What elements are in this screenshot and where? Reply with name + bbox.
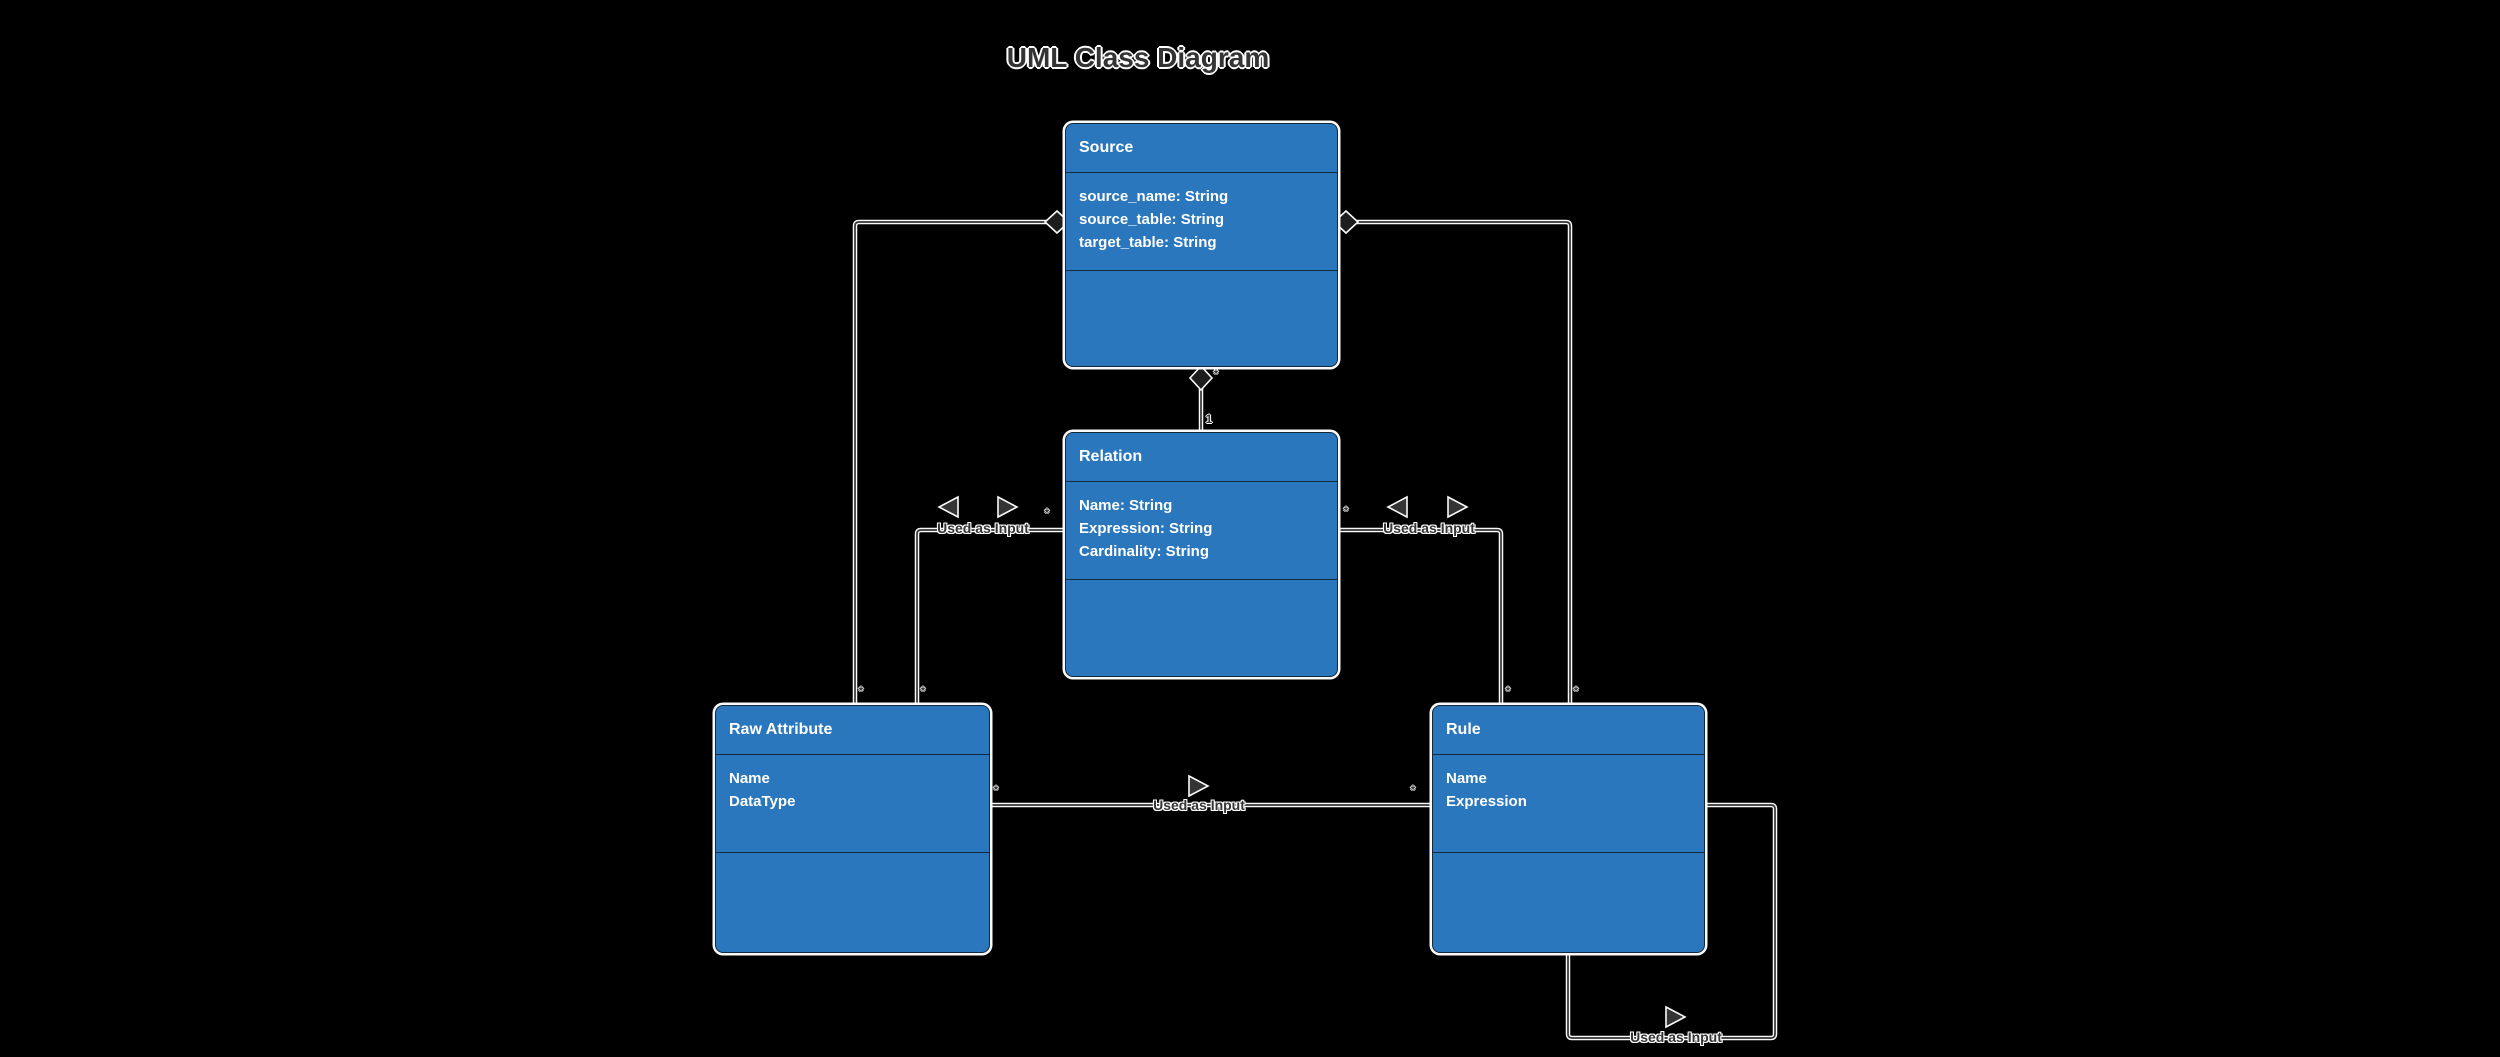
triangle-right-label-west-icon: [1386, 495, 1408, 519]
edge-label-rule-selfloop: Used as Input: [1630, 1029, 1722, 1045]
class-attributes-rule: Name Expression: [1433, 755, 1704, 853]
triangle-loop-label-east-icon: [1665, 1005, 1687, 1029]
class-attributes-raw-attribute: Name DataType: [716, 755, 989, 853]
class-methods-relation: [1066, 580, 1337, 676]
edge-source-rule-halo: [1338, 219, 1573, 705]
edge-source-rule: [1338, 221, 1571, 705]
attribute-line: Expression: String: [1079, 520, 1213, 537]
direction-triangles: [937, 495, 1687, 1029]
edge-source-rawattribute: [854, 221, 1065, 705]
edge-rule-selfloop: [1567, 804, 1776, 1039]
multiplicity-source-relation-relation-end: 1: [1205, 412, 1213, 426]
multiplicity-rawattribute-rule-rule-end: *: [1410, 783, 1416, 797]
class-methods-raw-attribute: [716, 853, 989, 952]
edge-relation-rule: [1338, 529, 1502, 705]
attribute-line: source_name: String: [1079, 188, 1229, 205]
class-title-source: Source: [1066, 124, 1337, 173]
attribute-line: source_table: String: [1079, 211, 1225, 228]
class-methods-source: [1066, 271, 1337, 366]
diamond-source-left-icon: [1043, 209, 1071, 235]
edge-relation-rawattribute: [916, 529, 1065, 705]
edge-cores: [854, 221, 1776, 1039]
multiplicity-relation-rawattribute-end: *: [920, 684, 926, 698]
edge-relation-rule-halo: [1338, 527, 1504, 705]
attribute-line: Cardinality: String: [1079, 543, 1210, 560]
composition-diamonds: [1043, 209, 1360, 392]
multiplicity-source-rule-rule-end: *: [1573, 684, 1579, 698]
class-attributes-relation: Name: String Expression: String Cardinal…: [1066, 482, 1337, 580]
class-title-relation: Relation: [1066, 433, 1337, 482]
edge-label-rawattribute-rule: Used as Input: [1153, 797, 1245, 813]
class-attributes-source: source_name: String source_table: String…: [1066, 173, 1337, 271]
multiplicity-rawattribute-rule-rawattribute-end: *: [993, 783, 999, 797]
class-node-source: Source source_name: String source_table:…: [1065, 123, 1338, 367]
class-node-rule: Rule Name Expression: [1432, 705, 1705, 953]
triangle-left-label-west-icon: [937, 495, 959, 519]
triangle-right-label-east-icon: [1447, 495, 1469, 519]
triangle-middle-label-east-icon: [1188, 774, 1210, 798]
attribute-line: target_table: String: [1079, 234, 1217, 251]
multiplicity-relation-rule-relation-end: *: [1343, 504, 1349, 518]
class-title-rule: Rule: [1433, 706, 1704, 755]
edge-label-relation-rule: Used as Input: [1383, 520, 1475, 536]
diamond-source-bottom-icon: [1188, 364, 1214, 392]
multiplicity-source-relation-source-end: *: [1213, 367, 1219, 381]
multiplicity-source-rawattribute-end: *: [858, 684, 864, 698]
edge-label-relation-rawattribute: Used as Input: [937, 520, 1029, 536]
class-node-relation: Relation Name: String Expression: String…: [1065, 432, 1338, 677]
multiplicity-relation-rawattribute-relation-end: *: [1044, 506, 1050, 520]
diamond-source-right-icon: [1332, 209, 1360, 235]
attribute-line: Name: String: [1079, 497, 1173, 514]
attribute-line: Name: [1446, 770, 1487, 787]
class-title-raw-attribute: Raw Attribute: [716, 706, 989, 755]
class-node-raw-attribute: Raw Attribute Name DataType: [715, 705, 990, 953]
attribute-line: DataType: [729, 793, 796, 810]
triangle-left-label-east-icon: [997, 495, 1019, 519]
multiplicity-relation-rule-rule-end: *: [1505, 684, 1511, 698]
diagram-title: UML Class Diagram: [1006, 42, 1270, 73]
attribute-line: Name: [729, 770, 770, 787]
attribute-line: Expression: [1446, 793, 1527, 810]
class-methods-rule: [1433, 853, 1704, 952]
edge-source-rawattribute-halo: [852, 219, 1065, 705]
edge-relation-rawattribute-halo: [914, 527, 1065, 705]
